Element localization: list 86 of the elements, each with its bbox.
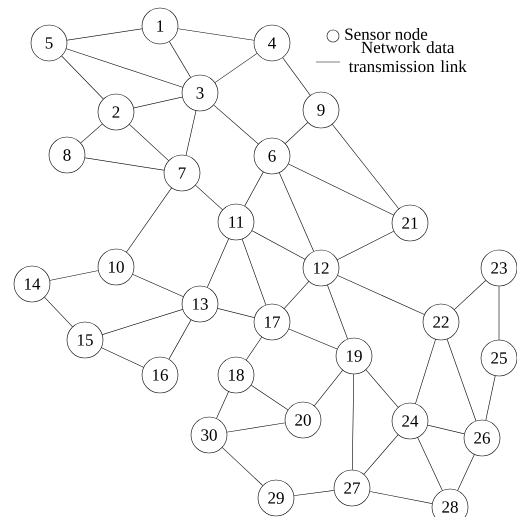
sensor-node: 24 [392, 402, 428, 440]
link-line [327, 284, 348, 340]
legend-text: Network data transmission link [348, 41, 467, 72]
sensor-node: 28 [432, 488, 468, 517]
link-line [252, 230, 306, 260]
link-line [498, 286, 500, 340]
link-line [195, 185, 223, 210]
link-line [337, 275, 425, 315]
link-line [84, 158, 164, 170]
link-line [294, 490, 334, 496]
link-line [61, 56, 104, 100]
sensor-node: 29 [258, 480, 294, 516]
link-line [457, 454, 475, 491]
link-line [332, 124, 399, 209]
link-line [250, 384, 288, 410]
sensor-node: 17 [254, 304, 290, 340]
link-line [168, 320, 192, 360]
sensor-node: 26 [464, 420, 500, 456]
link-line [486, 376, 496, 420]
sensor-node: 10 [98, 248, 134, 286]
link-line [169, 41, 191, 78]
link-line [102, 309, 183, 335]
link-line [454, 280, 486, 310]
sensor-node: 19 [336, 338, 372, 374]
link-line [214, 53, 258, 83]
link-line [50, 270, 98, 281]
link-line [134, 96, 182, 108]
link-line [246, 336, 262, 360]
link-line [428, 424, 464, 434]
link-line [213, 104, 259, 144]
link-line [186, 110, 196, 156]
link-line [370, 491, 432, 504]
sensor-node: 14 [14, 266, 50, 302]
link-line [216, 391, 229, 419]
link-line [44, 297, 73, 328]
link-line [288, 328, 338, 350]
sensor-node: 8 [48, 136, 86, 174]
link-line [242, 238, 266, 306]
link-line [80, 124, 103, 144]
link-line [446, 338, 476, 422]
sensor-node: 23 [480, 250, 517, 286]
link-line [66, 48, 183, 88]
link-line [364, 434, 398, 474]
sensor-node: 12 [302, 250, 340, 286]
link-line [415, 339, 436, 404]
sensor-node: 21 [392, 204, 428, 242]
sensor-node: 22 [422, 304, 460, 340]
link-line [222, 447, 263, 486]
link-line [226, 422, 286, 432]
link-line [284, 281, 309, 309]
sensor-node: 18 [218, 356, 254, 394]
sensor-node: 7 [164, 154, 200, 192]
link-line [126, 188, 172, 252]
link-line [129, 124, 169, 161]
sensor-node: 30 [190, 416, 228, 454]
sensor-node: 5 [30, 24, 68, 62]
sensor-node: 9 [302, 92, 340, 128]
sensor-node: 27 [334, 470, 370, 506]
link-line [217, 308, 255, 318]
link-line [417, 437, 443, 491]
link-line [352, 374, 354, 470]
link-line [314, 370, 343, 406]
sensor-node: 15 [66, 322, 104, 358]
link-line [132, 274, 184, 297]
sensor-node: 1 [142, 8, 178, 44]
sensor-node: 4 [254, 24, 290, 62]
link-line [101, 347, 144, 368]
link-line [279, 172, 314, 252]
sensor-node: 11 [218, 204, 254, 240]
link-line [337, 230, 394, 260]
legend-text: Sensor node [345, 28, 428, 40]
sensor-node: 20 [284, 402, 322, 438]
link-line [244, 172, 264, 206]
link-line [288, 164, 394, 216]
link-line [366, 370, 398, 408]
sensor-node: 3 [182, 74, 218, 112]
sensor-node: 6 [254, 138, 290, 174]
sensor-node: 2 [98, 94, 134, 130]
sensor-node: 13 [182, 286, 218, 322]
sensor-node: 16 [142, 356, 178, 394]
link-line [285, 122, 308, 144]
sensor-node: 25 [480, 340, 517, 376]
link-line [178, 28, 254, 41]
link-line [66, 28, 142, 41]
link-line [207, 238, 229, 288]
link-line [282, 57, 310, 96]
